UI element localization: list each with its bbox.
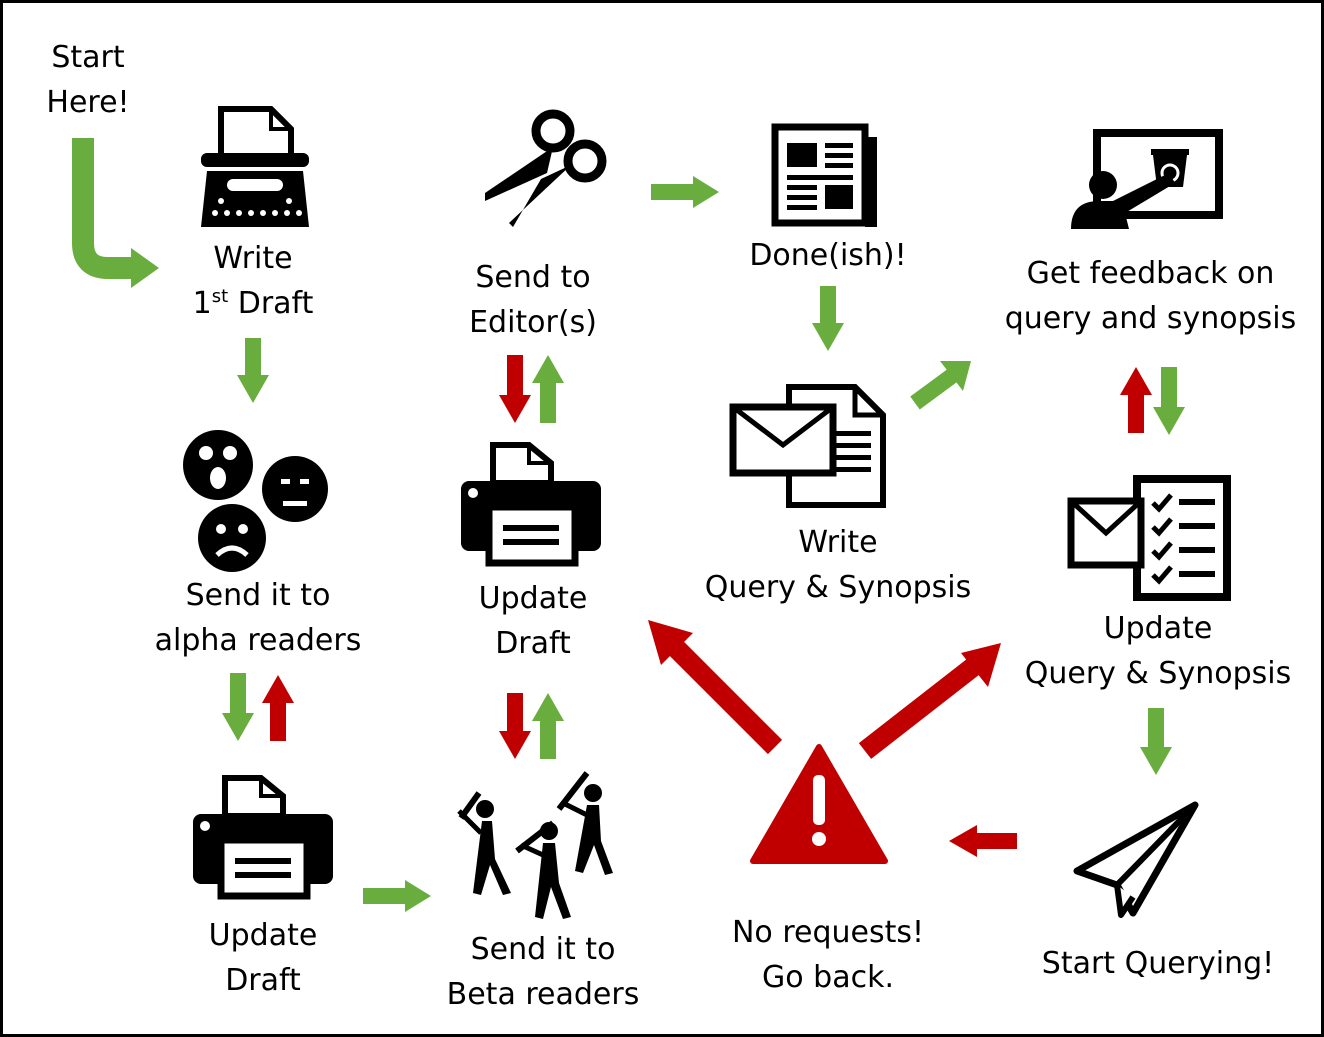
envelope-document-icon bbox=[729, 384, 886, 508]
get-feedback-label: Get feedback on query and synopsis bbox=[1004, 256, 1297, 336]
people-icon bbox=[457, 771, 613, 919]
arrow-warning-to-update-query bbox=[858, 643, 1001, 759]
arrow-update2-to-beta bbox=[499, 693, 531, 759]
newspaper-icon bbox=[771, 123, 877, 227]
arrow-update2-to-editors bbox=[532, 355, 564, 423]
faces-icon bbox=[183, 430, 328, 572]
doneish-label: Done(ish)! bbox=[749, 238, 907, 273]
start-querying-label: Start Querying! bbox=[1041, 946, 1275, 981]
write-first-draft-label: Write 1st Draft bbox=[153, 236, 353, 326]
arrow-query-to-feedback bbox=[910, 361, 971, 410]
arrow-update-query-to-querying bbox=[1140, 708, 1172, 775]
beta-readers-label: Send it to Beta readers bbox=[446, 932, 640, 1012]
alpha-readers-label: Send it to alpha readers bbox=[154, 578, 362, 658]
arrow-update-to-beta bbox=[363, 880, 431, 912]
arrow-write-to-alpha bbox=[237, 338, 269, 403]
no-requests-label: No requests! Go back. bbox=[731, 915, 925, 995]
arrow-editors-to-update2 bbox=[499, 355, 531, 423]
printer-icon bbox=[461, 445, 601, 563]
arrow-update-to-alpha bbox=[262, 675, 294, 741]
start-curve-arrow bbox=[72, 138, 159, 288]
update-draft-1-label: Update Draft bbox=[208, 918, 318, 998]
start-label: Start Here! bbox=[46, 40, 130, 120]
arrow-done-to-query bbox=[812, 286, 844, 351]
update-query-label: Update Query & Synopsis bbox=[1024, 611, 1292, 691]
arrow-update-query-to-feedback bbox=[1120, 367, 1152, 433]
arrow-warning-to-update-draft bbox=[648, 620, 783, 755]
warning-icon bbox=[750, 744, 888, 864]
arrow-editors-to-done bbox=[651, 176, 719, 208]
scissors-icon bbox=[485, 109, 607, 227]
update-draft-2-label: Update Draft bbox=[478, 581, 588, 661]
printer-icon bbox=[193, 778, 333, 896]
write-query-label: Write Query & Synopsis bbox=[704, 525, 972, 605]
paper-plane-icon bbox=[1073, 801, 1199, 918]
envelope-checklist-icon bbox=[1067, 475, 1231, 601]
typewriter-icon bbox=[201, 106, 309, 227]
presentation-board-icon bbox=[1071, 129, 1223, 229]
send-to-editors-label: Send to Editor(s) bbox=[469, 260, 597, 340]
arrow-beta-to-update2 bbox=[532, 693, 564, 759]
write-first-draft-line2: 1st Draft bbox=[192, 286, 314, 321]
arrow-alpha-to-update bbox=[222, 673, 254, 741]
arrow-feedback-to-update-query bbox=[1153, 367, 1185, 435]
arrow-querying-to-warning bbox=[949, 825, 1017, 857]
